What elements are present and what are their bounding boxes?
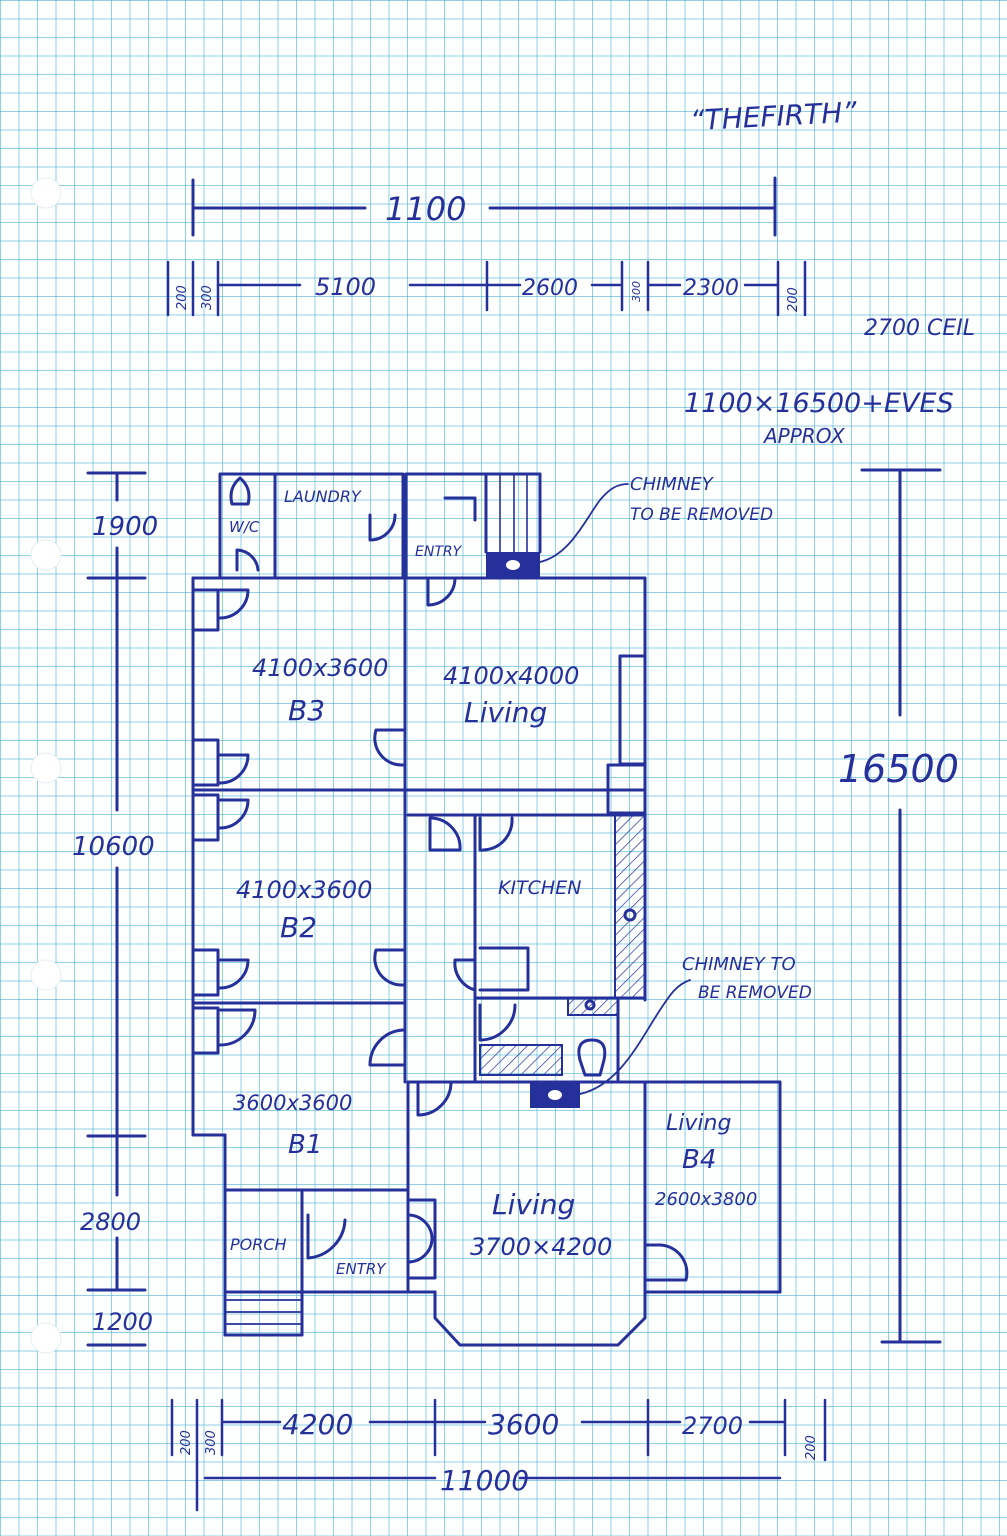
bathroom-vanity-hatch [567,997,619,1016]
top-wall-2: 300 [200,285,215,310]
living-1-label: Living [464,696,547,729]
chimney-1-line-1: CHIMNEY [630,474,715,495]
porch-label: PORCH [230,1235,287,1254]
wc-label: W/C [229,518,260,536]
bottom-dimension-line [170,1398,827,1512]
top-seg-2: 2600 [522,276,578,301]
b1-size-label: 3600x3600 [233,1091,352,1115]
b4-living-label: Living [666,1111,731,1136]
bottom-wall-1: 200 [179,1430,194,1455]
b2-size-label: 4100x3600 [236,876,372,904]
chimney-front [530,1082,580,1108]
left-dim-1: 1900 [92,512,158,542]
bottom-seg-3: 2700 [682,1412,743,1440]
size-note: 1100×16500+EVES [684,388,954,419]
b3-label: B3 [288,694,325,727]
bottom-wall-2: 300 [204,1430,219,1455]
right-dimension-line [860,468,942,1344]
b4-size-label: 2600x3800 [655,1189,757,1210]
b2-label: B2 [280,911,317,944]
living-1-size-label: 4100x4000 [443,662,579,690]
top-wall-1: 200 [175,285,190,310]
floor-plan-walls [191,472,782,1347]
chimney-leader-lines [539,483,691,1095]
plan-title: “THEFIRTH” [689,95,858,137]
front-entry-label: ENTRY [336,1260,387,1278]
right-total-label: 16500 [838,747,959,791]
top-seg-1: 5100 [315,273,376,301]
top-total-label: 1100 [385,190,466,228]
top-seg-3: 2300 [683,276,739,301]
chimney-1-line-2: TO BE REMOVED [630,505,773,525]
top-segment-dimension-line [166,260,807,317]
top-wall-3: 300 [630,281,643,302]
left-dim-2: 10600 [72,832,155,862]
kitchen-label: KITCHEN [498,877,581,899]
left-dim-4: 1200 [92,1308,153,1336]
bottom-seg-1: 4200 [282,1408,353,1441]
left-dimension-line [86,471,147,1347]
b3-size-label: 4100x3600 [252,654,388,682]
living-2-size-label: 3700×4200 [470,1233,612,1261]
bottom-total-label: 11000 [440,1464,529,1497]
top-wall-4: 200 [786,287,801,312]
living-2-label: Living [492,1188,575,1221]
b4-label: B4 [682,1145,716,1175]
back-entry-label: ENTRY [415,544,463,560]
top-total-dimension-line [191,176,777,237]
binder-holes [30,177,62,1354]
bottom-wall-3: 200 [804,1435,819,1460]
chimney-2-line-2: BE REMOVED [698,983,812,1003]
kitchen-bench-hatch [614,814,646,999]
bottom-seg-2: 3600 [488,1408,559,1441]
chimney-2-line-1: CHIMNEY TO [682,954,796,975]
b1-label: B1 [288,1130,322,1160]
chimney-back [486,552,540,578]
laundry-label: LAUNDRY [284,487,362,506]
left-dim-3: 2800 [80,1208,141,1236]
approx-note: APPROX [762,424,846,448]
ceiling-note: 2700 CEIL [864,316,975,341]
bathroom-bath-hatch [479,1044,563,1076]
